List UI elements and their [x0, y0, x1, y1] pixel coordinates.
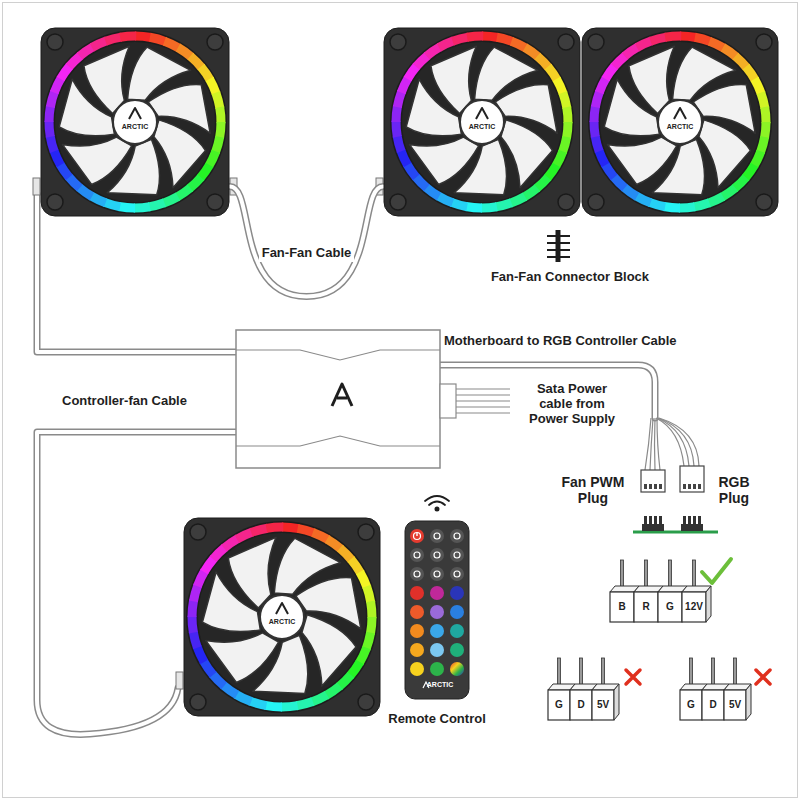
pin-name: 5V: [592, 700, 614, 710]
cable-label: Sata Power cable from Power Supply: [520, 382, 624, 427]
wireless-icon: [425, 496, 449, 511]
header-side: [746, 684, 751, 720]
fan: ARCTIC: [383, 27, 581, 217]
fan-cable: [230, 187, 383, 297]
fan-connectors: [33, 178, 383, 689]
pin-name: G: [680, 700, 702, 710]
brand-text: ARCTIC: [581, 123, 779, 130]
header-box: [610, 592, 634, 622]
brand-text: ARCTIC: [183, 618, 381, 625]
fan: ARCTIC: [183, 517, 381, 717]
header-side: [706, 586, 711, 622]
cable-outline: [230, 187, 383, 297]
pin-name: R: [634, 602, 658, 612]
pin-name: 12V: [682, 602, 706, 612]
header-box: [592, 690, 614, 720]
remote-label: Remote Control: [354, 712, 520, 727]
motherboard-headers: [633, 516, 718, 532]
plug-label: RGB Plug: [708, 474, 760, 506]
header-pin: [580, 658, 583, 687]
header-box: [680, 690, 702, 720]
header-pin: [669, 560, 672, 589]
cross-mark: [756, 670, 770, 684]
header-box: [724, 690, 746, 720]
pin-name: B: [610, 602, 634, 612]
cable-label: Fan-Fan Cable: [259, 245, 355, 262]
header-box: [682, 592, 706, 622]
header-pin: [690, 658, 693, 687]
header-side: [614, 684, 619, 720]
brand-text: ARCTIC: [383, 123, 581, 130]
header-box: [634, 592, 658, 622]
pin-name: G: [658, 602, 682, 612]
remote-control: ARCTICRemote Control: [404, 520, 470, 700]
header-box: [570, 690, 592, 720]
header-pin: [712, 658, 715, 687]
header-pin: [621, 560, 624, 589]
header-pin: [734, 658, 737, 687]
fan-art: [183, 517, 381, 717]
plug-label: Fan PWM Plug: [552, 474, 634, 506]
fan-art: [40, 27, 230, 217]
brand-text: ARCTIC: [410, 681, 470, 688]
header-pin: [645, 560, 648, 589]
connector-block-icon: [547, 230, 570, 262]
header-box: [548, 690, 570, 720]
fan: ARCTIC: [581, 27, 779, 217]
brand-text: ARCTIC: [40, 123, 230, 130]
frame: [3, 3, 798, 798]
plugs: [641, 466, 704, 492]
pin-name: G: [548, 700, 570, 710]
split-wires: [645, 418, 699, 470]
rgb-controller: [236, 330, 456, 468]
cable-label: Controller-fan Cable: [62, 394, 227, 409]
fan-art: [581, 27, 779, 217]
cable-label: Motherboard to RGB Controller Cable: [444, 334, 706, 349]
pin-name: D: [702, 700, 724, 710]
header-pin: [558, 658, 561, 687]
cable-core: [230, 187, 383, 297]
header-pin: [693, 560, 696, 589]
cross-mark: [626, 670, 640, 684]
header-pin: [602, 658, 605, 687]
check-mark: [702, 559, 731, 583]
sata-wires: [456, 389, 510, 413]
header-box: [658, 592, 682, 622]
fan: ARCTIC: [40, 27, 230, 217]
fan-art: [383, 27, 581, 217]
part-label: Fan-Fan Connector Block: [470, 270, 670, 285]
header-box: [702, 690, 724, 720]
remote-art: [404, 520, 470, 700]
pin-name: 5V: [724, 700, 746, 710]
pin-name: D: [570, 700, 592, 710]
